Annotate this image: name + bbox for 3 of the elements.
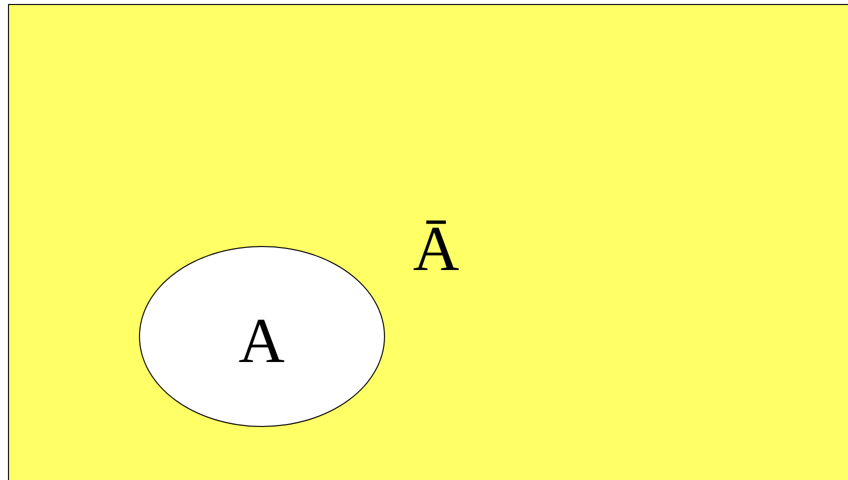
universe-rectangle [8,4,848,480]
complement-label: Ā [413,217,460,281]
set-label: A [238,308,285,372]
